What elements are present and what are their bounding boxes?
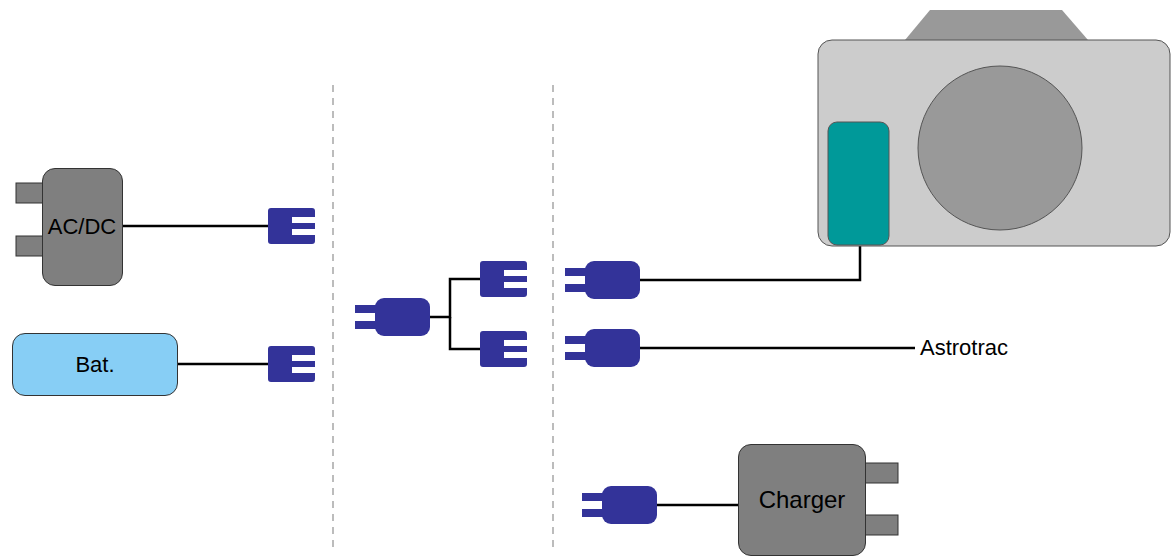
camera-grip (828, 122, 889, 245)
device-label: Astrotrac (920, 335, 1008, 361)
male-plug (565, 329, 640, 367)
female-plug (268, 208, 316, 244)
camera-prism (905, 10, 1088, 40)
camera-body (818, 40, 1170, 246)
female-plug (480, 331, 528, 367)
camera-lens (918, 66, 1082, 230)
power-adapter: AC/DC (42, 168, 123, 286)
prong (864, 515, 898, 535)
node-text: Charger (759, 486, 846, 514)
female-plug (480, 261, 528, 297)
divider (552, 85, 553, 552)
charger-box: Charger (738, 444, 866, 556)
node-text: AC/DC (48, 214, 116, 240)
prong (16, 183, 44, 203)
node-text: Bat. (75, 352, 114, 378)
male-plug (565, 261, 640, 299)
male-plug (582, 486, 657, 524)
prong (864, 463, 898, 483)
battery-box: Bat. (12, 333, 178, 396)
prong (16, 236, 44, 256)
female-plug (268, 346, 316, 382)
male-plug (355, 298, 430, 336)
divider (332, 85, 333, 552)
